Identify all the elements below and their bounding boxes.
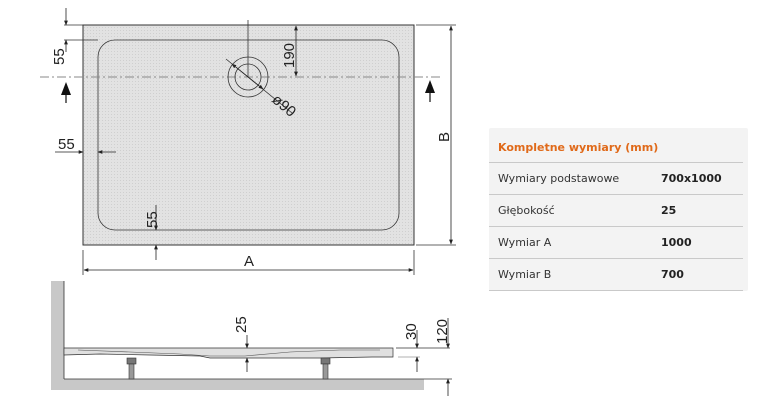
dim-drain-offset: 190 (281, 43, 298, 68)
row-label: Wymiar B (498, 268, 552, 281)
table-title: Kompletne wymiary (mm) (489, 128, 743, 163)
table-row: Wymiar B 700 (489, 259, 743, 291)
table-row: Wymiar A 1000 (489, 227, 743, 259)
dim-depth: 25 (233, 316, 250, 333)
dimensions-table: Kompletne wymiary (mm) Wymiary podstawow… (489, 128, 748, 291)
row-label: Głębokość (498, 204, 555, 217)
row-label: Wymiar A (498, 236, 552, 249)
dim-top-margin: 55 (51, 48, 68, 65)
table-row: Głębokość 25 (489, 195, 743, 227)
table-row: Wymiary podstawowe 700x1000 (489, 163, 743, 195)
tray-inner-basin (97, 39, 400, 231)
dim-width-label: A (244, 253, 254, 270)
dim-bottom-margin: 55 (144, 211, 161, 228)
floor (51, 379, 424, 390)
row-value: 25 (661, 204, 677, 217)
dim-total-height: 120 (434, 319, 451, 344)
tray-profile (63, 347, 394, 359)
dim-height-label: B (436, 132, 453, 142)
side-view: 25 30 120 (51, 281, 452, 396)
section-arrow-left (61, 82, 71, 95)
adjustable-foot (320, 357, 331, 380)
row-value: 700 (661, 268, 684, 281)
top-view: ø90 190 55 55 55 A B (40, 8, 456, 275)
adjustable-foot (126, 357, 137, 380)
wall (51, 281, 64, 389)
section-arrow-right (425, 80, 435, 93)
row-value: 700x1000 (661, 172, 722, 185)
row-label: Wymiary podstawowe (498, 172, 620, 185)
tray-outline (82, 24, 415, 246)
dim-rim: 30 (403, 323, 420, 340)
dim-left-margin: 55 (58, 136, 75, 153)
row-value: 1000 (661, 236, 692, 249)
